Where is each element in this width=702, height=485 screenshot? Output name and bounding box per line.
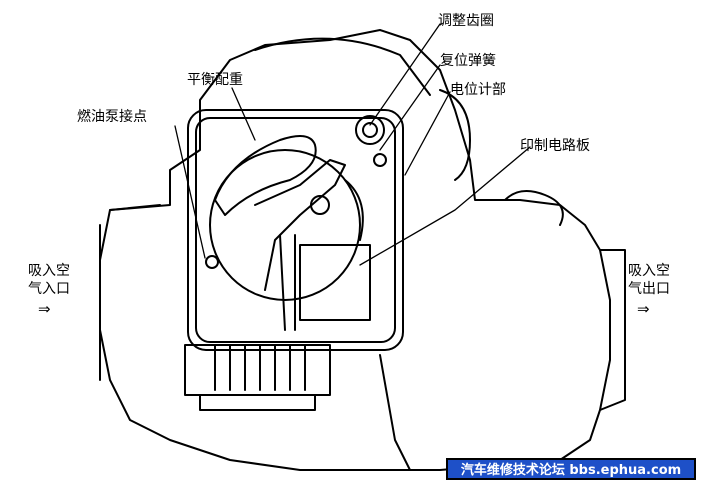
leader-balance-weight [231, 87, 256, 141]
label-air-inlet-line1: 吸入空 [28, 263, 70, 279]
label-fuel-pump-contact: 燃油泵接点 [77, 109, 147, 125]
right-bump [439, 89, 471, 181]
connector-base [199, 394, 316, 411]
inlet-arrow-icon: ⇒ [38, 300, 51, 318]
label-return-spring: 复位弹簧 [440, 53, 496, 69]
leader-pcb [359, 146, 531, 266]
leader-fuel-pump [174, 125, 206, 259]
label-air-inlet-line2: 气入口 [28, 281, 70, 297]
label-adjust-gear: 调整齿圈 [438, 13, 494, 29]
watermark-banner: 汽车维修技术论坛 bbs.ephua.com [446, 458, 696, 480]
label-balance-weight: 平衡配重 [187, 72, 243, 88]
connector-block [184, 344, 331, 396]
leader-return-spring [379, 64, 441, 151]
leader-potentiometer [404, 91, 451, 176]
outlet-pipe [599, 249, 626, 411]
inner-housing-inner [195, 117, 396, 343]
balance-weight [214, 135, 317, 216]
outlet-arrow-icon: ⇒ [637, 300, 650, 318]
rotor-disc [209, 149, 361, 301]
label-potentiometer: 电位计部 [450, 82, 506, 98]
potentiometer-arc [344, 179, 364, 241]
inlet-pipe [99, 204, 161, 381]
pcb-board [299, 244, 371, 321]
inner-housing [187, 109, 404, 351]
meter-body-outline [99, 29, 611, 471]
pivot-2 [373, 153, 387, 167]
adjust-gear-ring [355, 115, 385, 145]
measuring-flap [379, 354, 411, 471]
top-cover [254, 37, 431, 96]
label-air-outlet-line1: 吸入空 [628, 263, 670, 279]
leader-adjust-gear [369, 23, 441, 126]
fuel-pump-contact [205, 255, 219, 269]
label-air-outlet-line2: 气出口 [628, 281, 670, 297]
right-bump-2 [504, 190, 564, 226]
label-pcb: 印制电路板 [520, 138, 590, 154]
